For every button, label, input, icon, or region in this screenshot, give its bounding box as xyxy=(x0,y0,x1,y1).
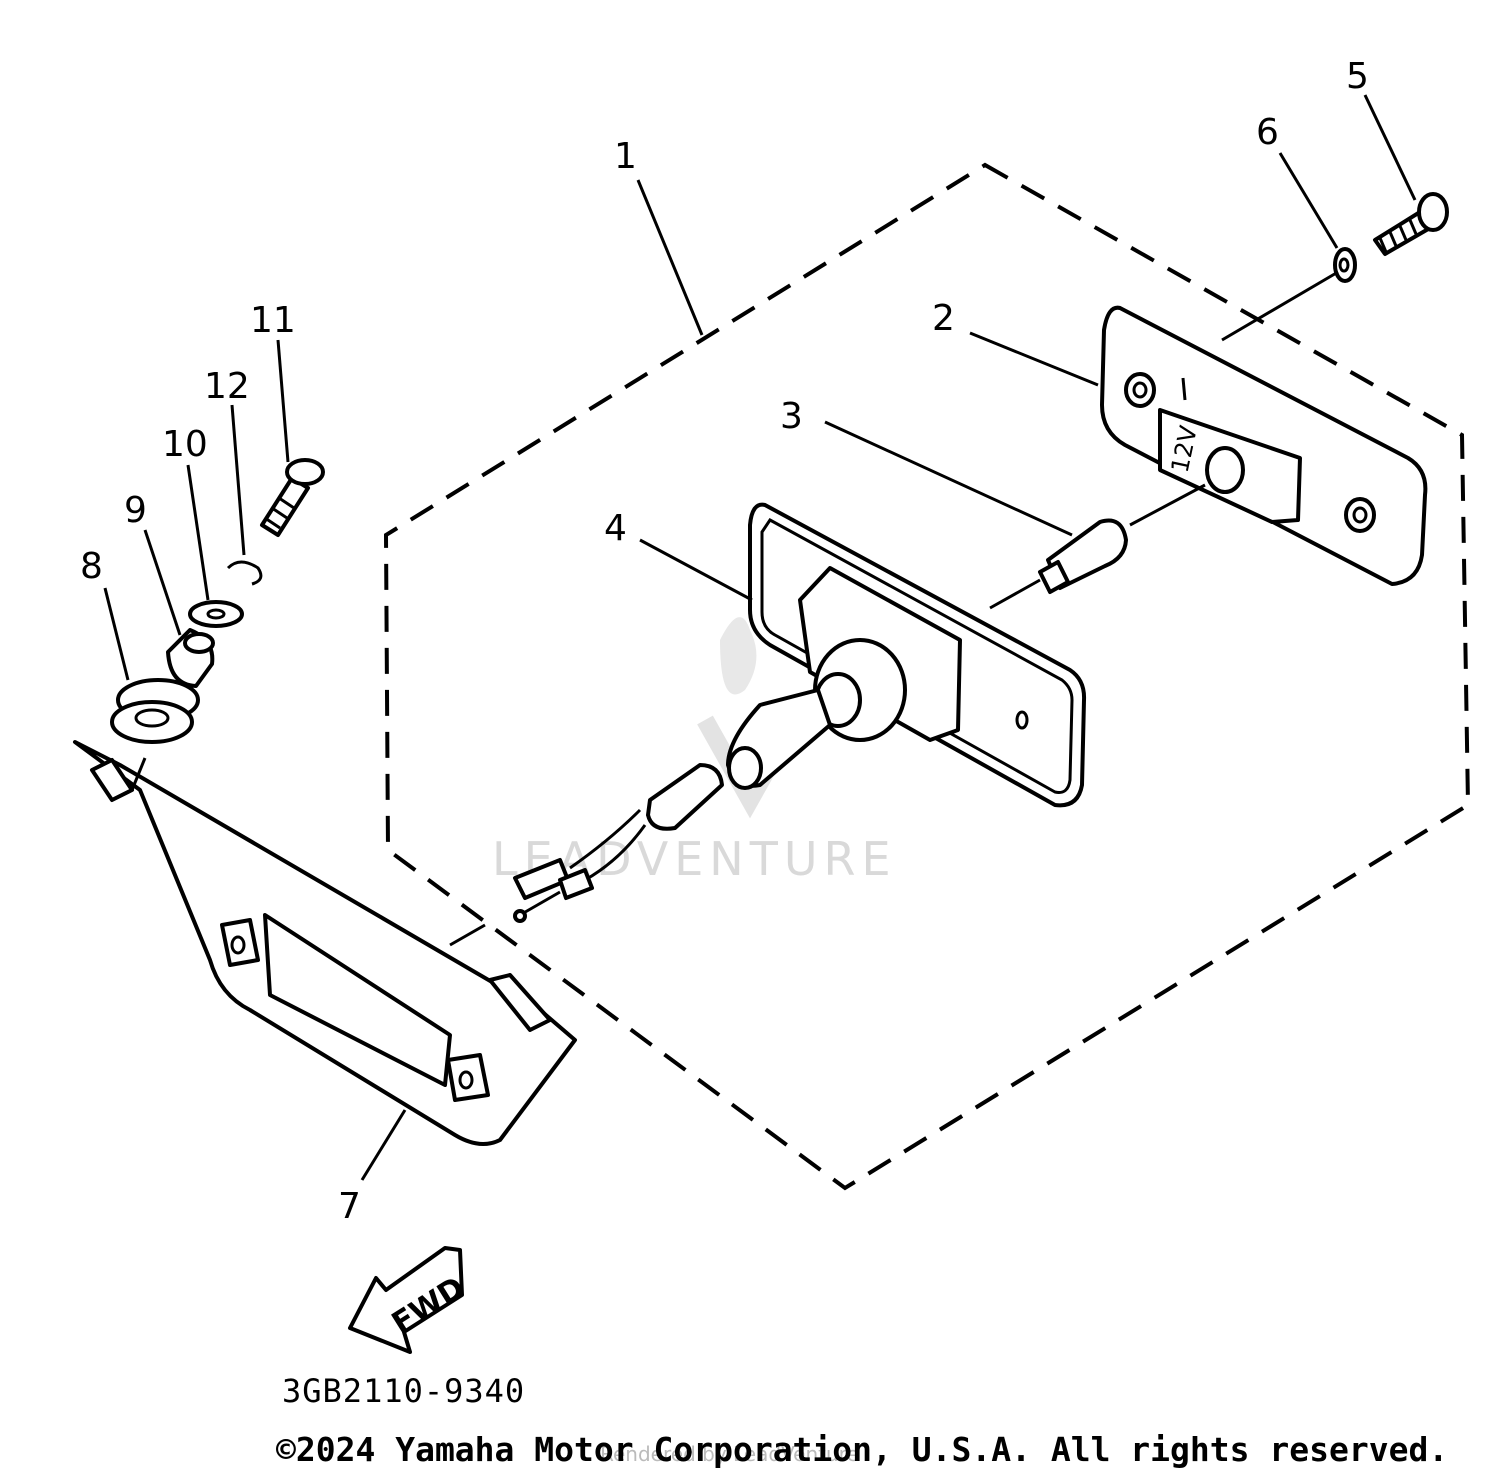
callout-10: 10 xyxy=(162,424,208,465)
callout-12: 12 xyxy=(204,366,250,407)
copyright-notice: ©2024 Yamaha Motor Corporation, U.S.A. A… xyxy=(276,1430,1449,1469)
lamp-housing: 12V xyxy=(1100,305,1428,586)
callout-7: 7 xyxy=(338,1186,361,1227)
rendered-by-watermark: Rendered by LeadVenture xyxy=(600,1442,859,1466)
screw xyxy=(260,458,325,537)
diagram-code: 3GB2110-9340 xyxy=(282,1372,526,1410)
callout-4: 4 xyxy=(604,508,627,549)
spring-washer xyxy=(226,560,263,586)
forward-arrow-icon: FWD xyxy=(348,1246,471,1354)
callout-8: 8 xyxy=(80,546,103,587)
plate-bracket xyxy=(73,740,577,1146)
callout-11: 11 xyxy=(250,300,296,341)
lens-assembly xyxy=(513,502,1087,923)
grommet xyxy=(110,678,200,744)
callout-2: 2 xyxy=(932,298,955,339)
plate-washer xyxy=(188,600,244,628)
callout-5: 5 xyxy=(1346,56,1369,97)
bolt xyxy=(1373,192,1449,256)
callout-3: 3 xyxy=(780,396,803,437)
leader-lines xyxy=(103,94,1417,1181)
callout-6: 6 xyxy=(1256,112,1279,153)
flame-logo-icon xyxy=(720,617,757,695)
washer xyxy=(1333,247,1357,283)
callouts: 1 2 3 4 5 6 7 8 9 10 12 11 xyxy=(80,56,1369,1227)
callout-9: 9 xyxy=(124,490,147,531)
collar xyxy=(166,628,215,688)
assembly-boundary xyxy=(383,162,1471,1191)
callout-1: 1 xyxy=(614,136,637,177)
bulb xyxy=(1038,518,1128,594)
